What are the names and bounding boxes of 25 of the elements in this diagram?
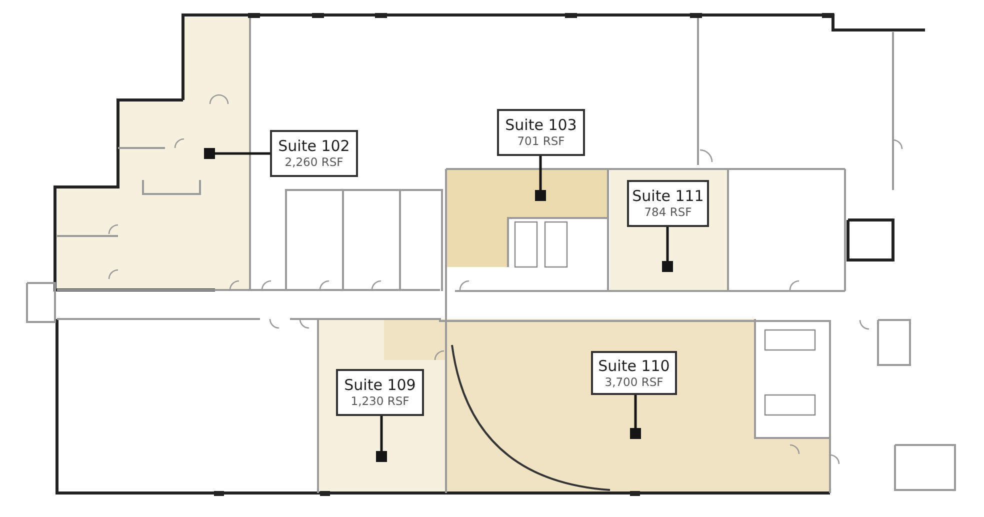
location-marker bbox=[535, 190, 546, 201]
leader-line bbox=[539, 156, 542, 190]
suite-name: Suite 110 bbox=[597, 356, 671, 374]
suite-label bbox=[591, 351, 677, 395]
suite-label bbox=[497, 109, 585, 156]
area-text: 701 RSF bbox=[516, 134, 566, 149]
leader-line bbox=[215, 152, 270, 155]
leader-line bbox=[380, 416, 383, 451]
area-text: 1,230 RSF bbox=[350, 394, 410, 409]
location-marker bbox=[376, 451, 387, 462]
suite-label bbox=[336, 369, 424, 416]
suite-label bbox=[627, 180, 709, 227]
area-text: 2,260 RSF bbox=[284, 155, 344, 170]
location-marker bbox=[662, 261, 673, 272]
suite-name: Suite 103 bbox=[504, 116, 578, 134]
leader-line bbox=[634, 395, 637, 428]
suite-name: Suite 102 bbox=[277, 137, 351, 155]
area-text: 784 RSF bbox=[643, 205, 693, 220]
leader-line bbox=[666, 227, 669, 261]
suite-name: Suite 111 bbox=[631, 187, 705, 205]
suite-label bbox=[270, 130, 358, 177]
area-text: 3,700 RSF bbox=[604, 374, 664, 390]
location-marker bbox=[204, 148, 215, 159]
location-marker bbox=[630, 428, 641, 439]
suite-name: Suite 109 bbox=[343, 376, 417, 394]
